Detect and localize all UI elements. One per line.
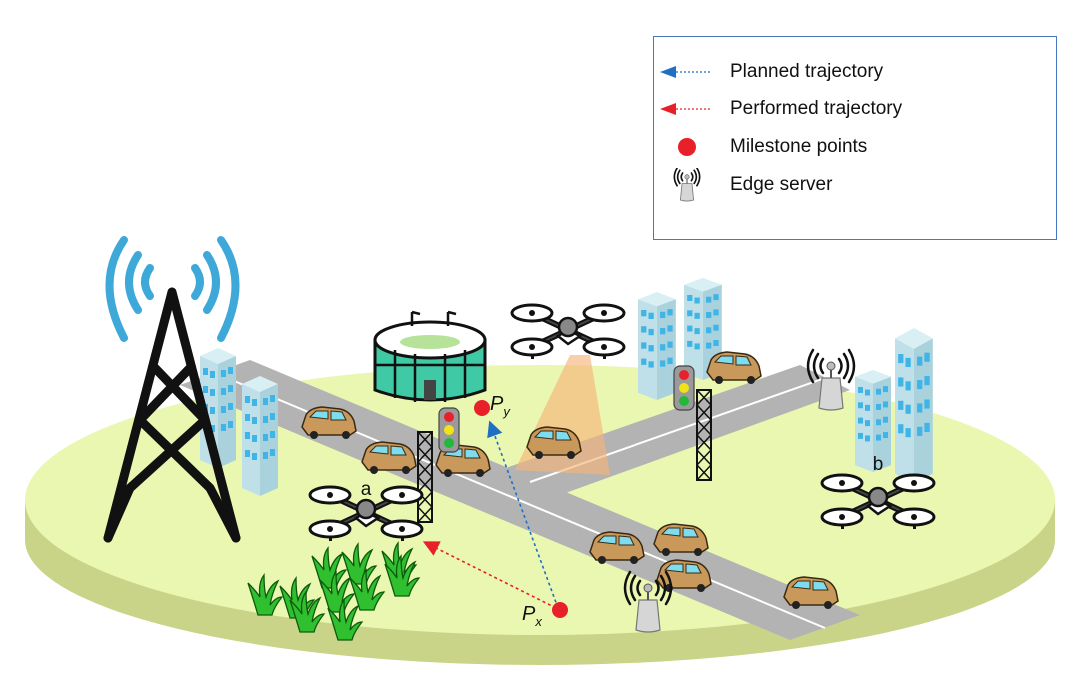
planned-trajectory bbox=[487, 420, 559, 609]
legend-label: Planned trajectory bbox=[730, 61, 884, 82]
legend-label: Edge server bbox=[730, 174, 833, 195]
legend-item-planned: Planned trajectory bbox=[654, 57, 883, 87]
red-dot-icon bbox=[654, 132, 724, 162]
drone-a-label: a bbox=[361, 479, 372, 500]
legend: Planned trajectory Performed trajectory … bbox=[653, 36, 1057, 240]
blue-dashed-arrow-icon bbox=[654, 57, 724, 87]
edge-server-icon bbox=[654, 167, 724, 202]
legend-item-performed: Performed trajectory bbox=[654, 94, 902, 124]
point-py-label: Py bbox=[490, 393, 511, 419]
legend-item-edge-server: Edge server bbox=[654, 167, 833, 202]
milestone-point-py bbox=[474, 400, 490, 416]
red-dashed-arrow-icon bbox=[654, 94, 724, 124]
stadium bbox=[373, 310, 487, 402]
legend-label: Milestone points bbox=[730, 136, 868, 157]
point-px-label: Px bbox=[522, 603, 542, 629]
legend-item-milestone: Milestone points bbox=[654, 132, 867, 162]
milestone-point-px bbox=[552, 602, 568, 618]
camera-drone-icon bbox=[512, 305, 624, 359]
legend-label: Performed trajectory bbox=[730, 98, 903, 119]
cell-tower-icon bbox=[103, 236, 241, 543]
drone-b-label: b bbox=[873, 454, 884, 475]
